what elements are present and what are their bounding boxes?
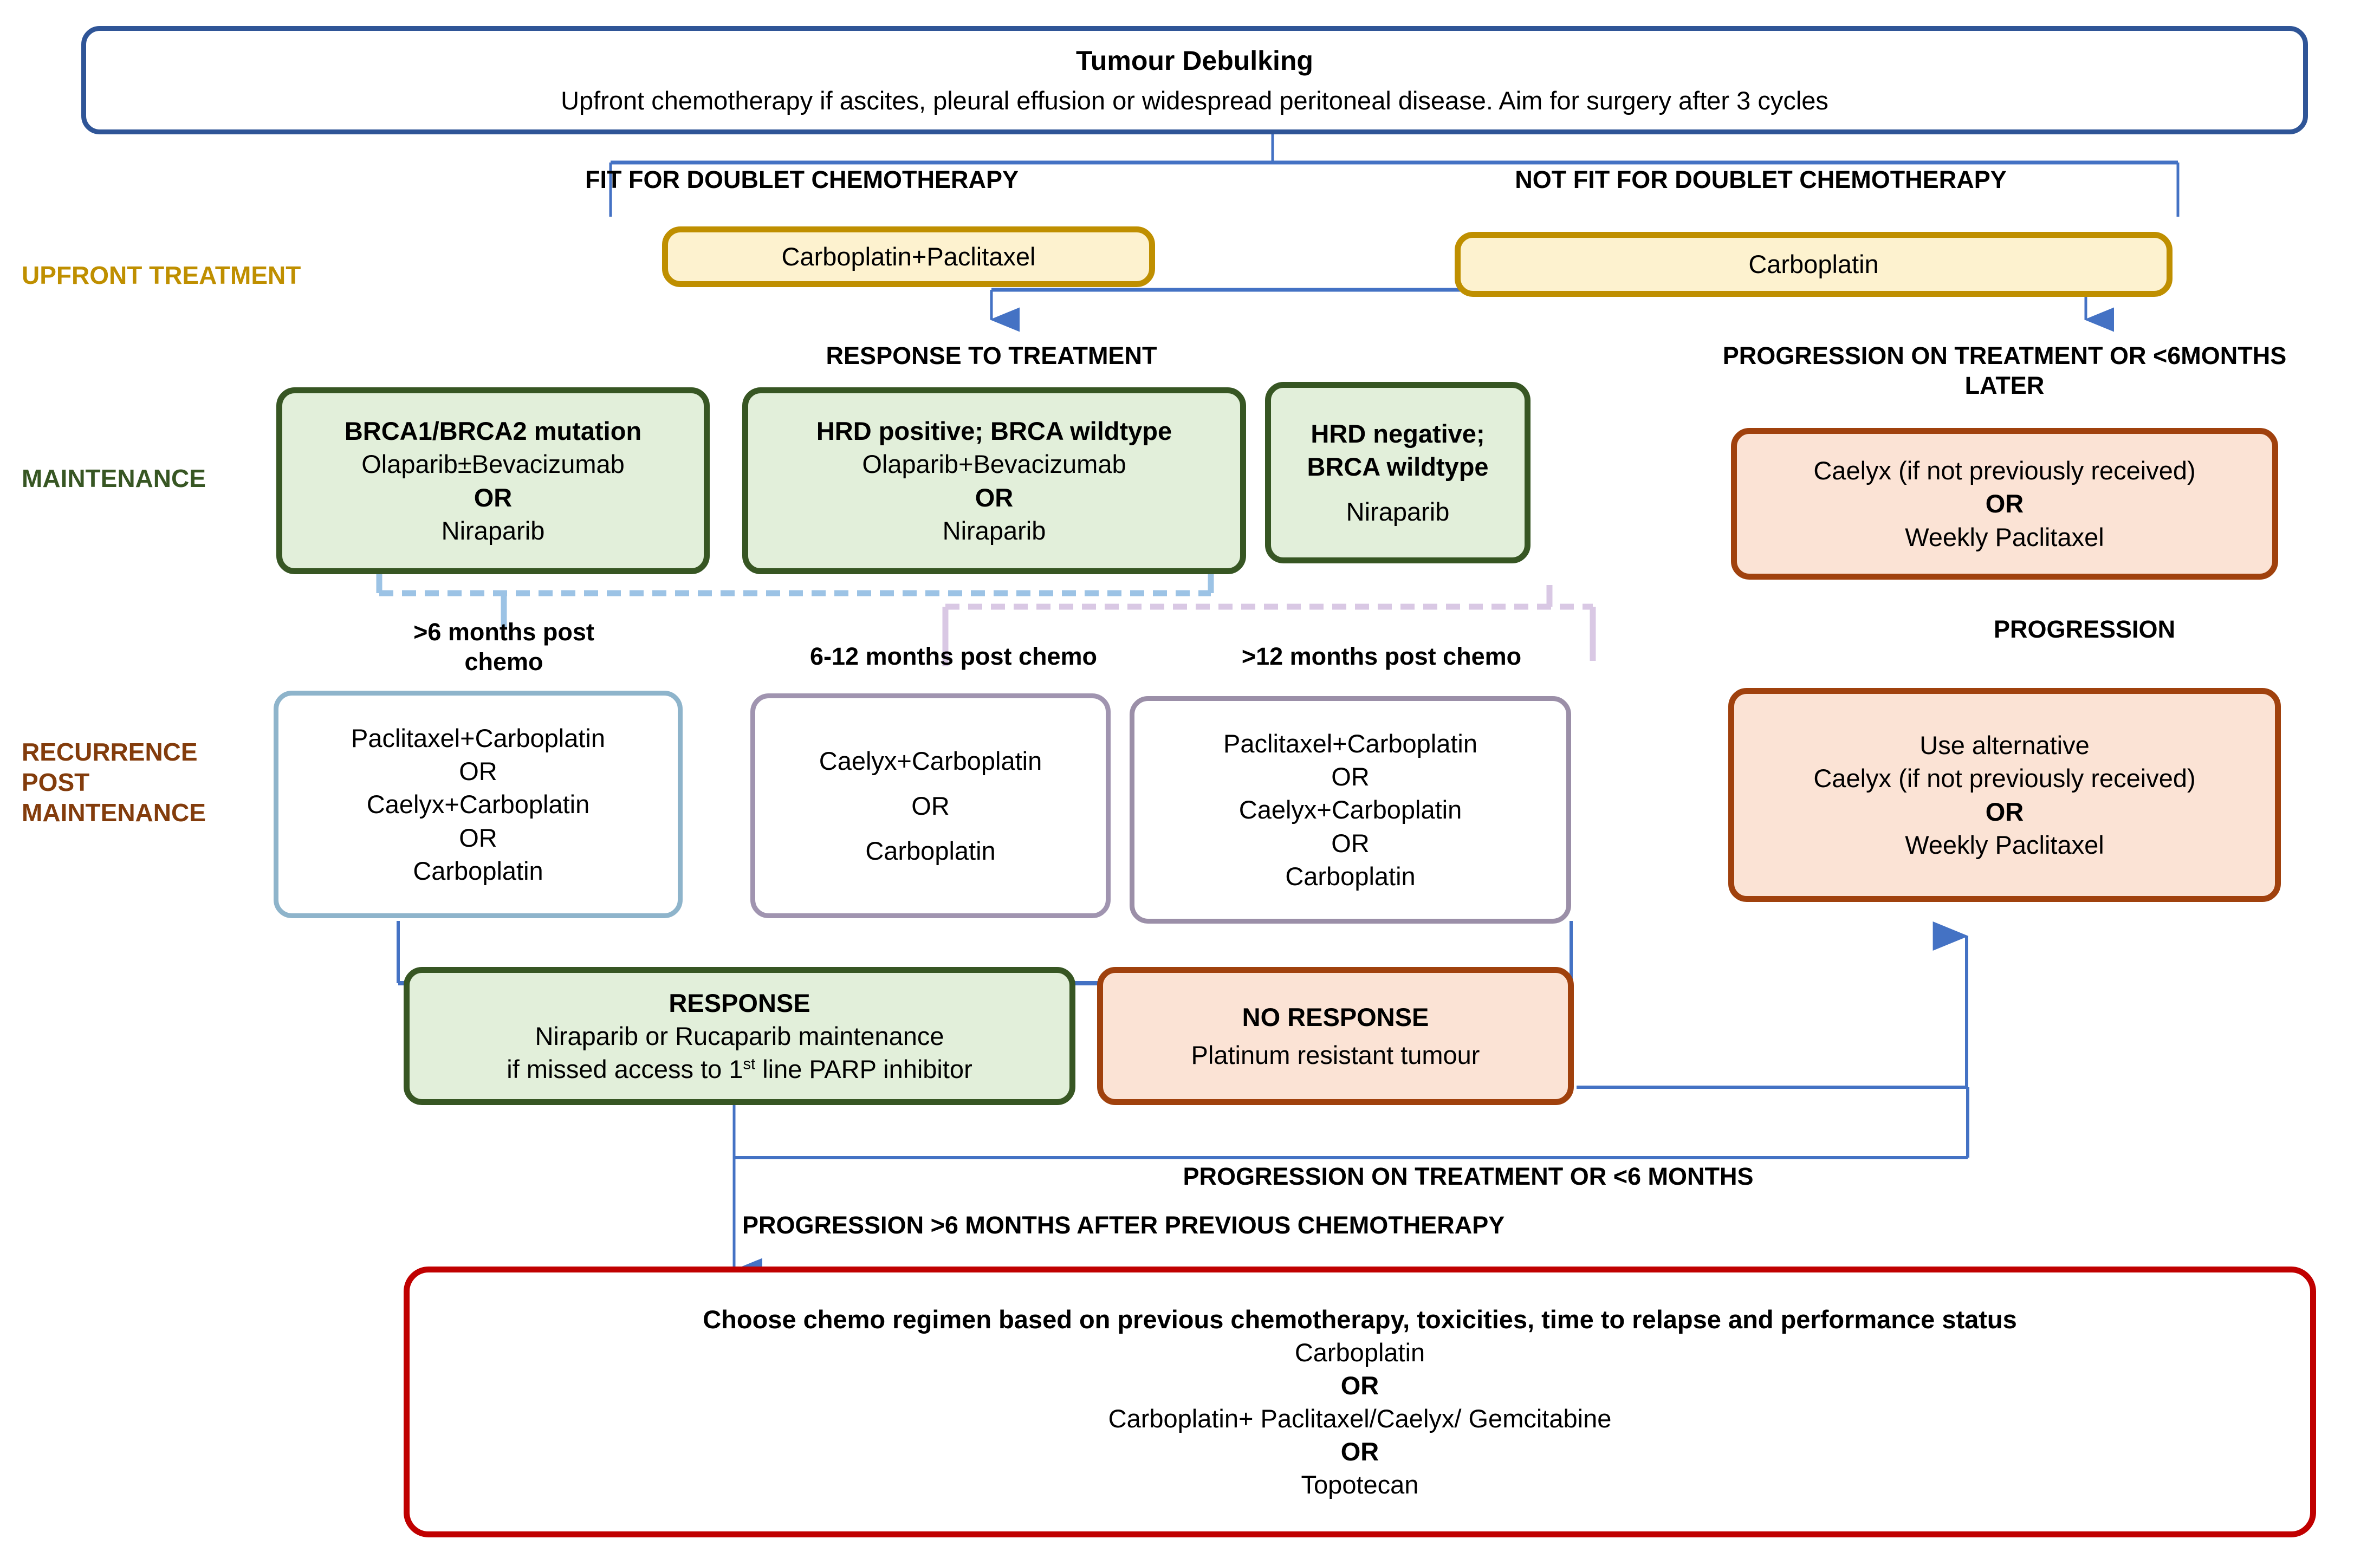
maintenance-box-line: Olaparib+Bevacizumab xyxy=(862,450,1126,479)
tumour-debulking-title: Tumour Debulking xyxy=(1076,45,1313,76)
response-line: Niraparib or Rucaparib maintenance xyxy=(535,1021,944,1050)
edge-label-progression-long: PROGRESSION >6 MONTHS AFTER PREVIOUS CHE… xyxy=(742,1211,1505,1239)
no-response-box: NO RESPONSE Platinum resistant tumour xyxy=(1097,967,1574,1105)
response-line-post: line PARP inhibitor xyxy=(755,1055,972,1084)
final-regimen-line: OR xyxy=(1340,1371,1379,1400)
final-regimen-line: Carboplatin xyxy=(1294,1337,1425,1367)
recurrence-line: Caelyx+Carboplatin xyxy=(366,790,590,819)
row-label-maintenance: MAINTENANCE xyxy=(22,464,206,492)
response-box: RESPONSE Niraparib or Rucaparib maintena… xyxy=(404,967,1075,1105)
use-alternative-line: Use alternative xyxy=(1919,731,2090,760)
no-response-heading: NO RESPONSE xyxy=(1242,1003,1429,1032)
use-alternative-line: OR xyxy=(1985,797,2024,826)
use-alternative-line: Weekly Paclitaxel xyxy=(1905,830,2104,859)
recurrence-line: Paclitaxel+Carboplatin xyxy=(1223,729,1477,758)
upfront-box-label: Carboplatin xyxy=(1748,250,1879,279)
interval-label-gt6: >6 months post chemo xyxy=(413,618,594,676)
maintenance-box-heading: HRD positive; BRCA wildtype xyxy=(816,417,1172,446)
maintenance-box-brca-mutation: BRCA1/BRCA2 mutation Olaparib±Bevacizuma… xyxy=(276,387,710,574)
use-alternative-box: Use alternative Caelyx (if not previousl… xyxy=(1728,688,2281,902)
upfront-box-label: Carboplatin+Paclitaxel xyxy=(781,242,1036,271)
progression-label: PROGRESSION xyxy=(1994,615,2176,643)
no-response-line: Platinum resistant tumour xyxy=(1191,1040,1480,1069)
upfront-box-carboplatin-paclitaxel: Carboplatin+Paclitaxel xyxy=(662,226,1155,287)
recurrence-line: OR xyxy=(459,757,497,786)
recurrence-line: Carboplatin xyxy=(1285,861,1416,891)
recurrence-line: Caelyx+Carboplatin xyxy=(819,746,1042,775)
final-regimen-heading: Choose chemo regimen based on previous c… xyxy=(703,1304,2017,1334)
final-regimen-line: OR xyxy=(1340,1437,1379,1466)
recurrence-line: OR xyxy=(459,823,497,852)
upfront-box-carboplatin: Carboplatin xyxy=(1455,232,2173,297)
maintenance-box-hrd-negative: HRD negative; BRCA wildtype Niraparib xyxy=(1265,382,1531,563)
recurrence-line: OR xyxy=(911,791,950,820)
maintenance-box-hrd-positive: HRD positive; BRCA wildtype Olaparib+Bev… xyxy=(742,387,1246,574)
maintenance-box-line: Niraparib xyxy=(1346,497,1450,527)
maintenance-box-line: Olaparib±Bevacizumab xyxy=(361,450,625,479)
platinum-resistant-line: Caelyx (if not previously received) xyxy=(1813,456,2196,485)
recurrence-line: OR xyxy=(1331,828,1370,858)
recurrence-line: Caelyx+Carboplatin xyxy=(1238,795,1462,824)
final-regimen-line: Carboplatin+ Paclitaxel/Caelyx/ Gemcitab… xyxy=(1108,1404,1612,1433)
interval-label-gt12: >12 months post chemo xyxy=(1241,642,1522,670)
recurrence-line: Carboplatin xyxy=(865,836,996,866)
recurrence-line: Paclitaxel+Carboplatin xyxy=(351,724,605,753)
maintenance-box-line: Niraparib xyxy=(942,516,1046,545)
maintenance-box-line: OR xyxy=(975,483,1014,512)
recurrence-line: Carboplatin xyxy=(413,856,543,885)
outcome-label-response: RESPONSE TO TREATMENT xyxy=(826,342,1157,369)
outcome-label-progression: PROGRESSION ON TREATMENT OR <6MONTHS LAT… xyxy=(1722,342,2287,399)
maintenance-box-line: Niraparib xyxy=(441,516,545,545)
row-label-upfront: UPFRONT TREATMENT xyxy=(22,261,301,289)
platinum-resistant-box: Caelyx (if not previously received) OR W… xyxy=(1731,428,2278,580)
use-alternative-line: Caelyx (if not previously received) xyxy=(1813,764,2196,793)
maintenance-box-line: OR xyxy=(474,483,513,512)
recurrence-line: OR xyxy=(1331,762,1370,791)
maintenance-box-heading: HRD negative; BRCA wildtype xyxy=(1307,419,1489,481)
final-regimen-line: Topotecan xyxy=(1301,1470,1419,1499)
branch-label-not-fit: NOT FIT FOR DOUBLET CHEMOTHERAPY xyxy=(1515,166,2007,193)
platinum-resistant-line: OR xyxy=(1985,489,2024,518)
row-label-recurrence: RECURRENCE POST MAINTENANCE xyxy=(22,738,206,827)
response-line-parp: if missed access to 1st line PARP inhibi… xyxy=(507,1053,972,1086)
recurrence-box-gt12: Paclitaxel+Carboplatin OR Caelyx+Carbopl… xyxy=(1130,696,1571,924)
interval-label-6to12: 6-12 months post chemo xyxy=(809,642,1098,670)
maintenance-box-heading: BRCA1/BRCA2 mutation xyxy=(344,417,642,446)
response-heading: RESPONSE xyxy=(669,988,810,1017)
tumour-debulking-box: Tumour Debulking Upfront chemotherapy if… xyxy=(81,26,2308,134)
platinum-resistant-line: Weekly Paclitaxel xyxy=(1905,522,2104,551)
response-line-sup: st xyxy=(743,1055,756,1073)
response-line-pre: if missed access to 1 xyxy=(507,1055,743,1084)
recurrence-box-6to12: Caelyx+Carboplatin OR Carboplatin xyxy=(750,693,1111,918)
tumour-debulking-subtitle: Upfront chemotherapy if ascites, pleural… xyxy=(561,86,1828,115)
branch-label-fit: FIT FOR DOUBLET CHEMOTHERAPY xyxy=(585,166,1019,193)
recurrence-box-gt6: Paclitaxel+Carboplatin OR Caelyx+Carbopl… xyxy=(274,691,683,918)
edge-label-progression-short: PROGRESSION ON TREATMENT OR <6 MONTHS xyxy=(1183,1163,1754,1190)
final-regimen-box: Choose chemo regimen based on previous c… xyxy=(404,1267,2316,1537)
